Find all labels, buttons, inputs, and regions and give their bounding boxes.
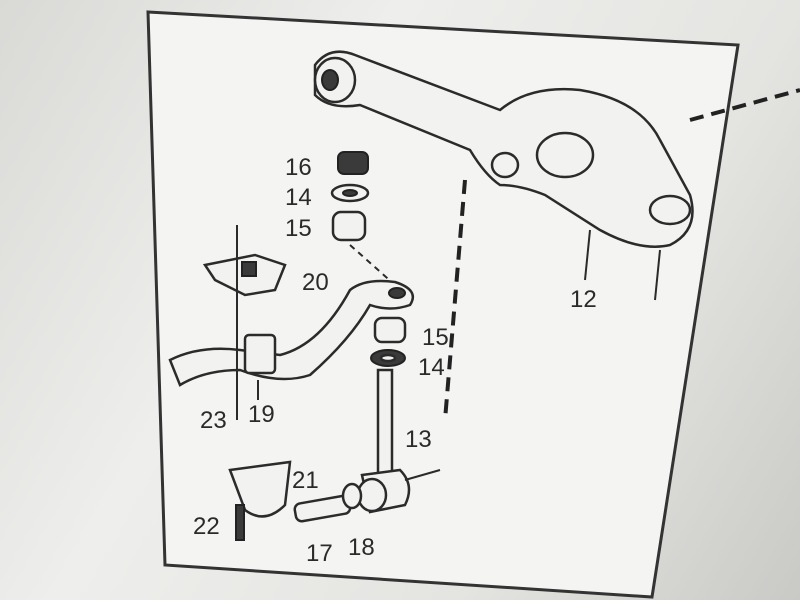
label-12: 12 bbox=[570, 286, 597, 313]
label-23: 23 bbox=[200, 407, 227, 434]
control-arm-12 bbox=[313, 50, 694, 248]
link-13 bbox=[356, 368, 411, 514]
label-15: 15 bbox=[422, 324, 449, 351]
dashed-leader bbox=[443, 179, 467, 421]
label-17: 17 bbox=[306, 540, 333, 567]
clamp-21 bbox=[228, 460, 292, 518]
bushing-15-bottom bbox=[373, 316, 407, 344]
bushing-16 bbox=[337, 151, 369, 175]
clamp-19 bbox=[243, 333, 277, 375]
bushing-15-top bbox=[331, 210, 367, 242]
stabilizer-bar-23 bbox=[168, 279, 415, 387]
label-14: 14 bbox=[418, 354, 445, 381]
label-14: 14 bbox=[285, 184, 312, 211]
washer-18 bbox=[341, 482, 363, 510]
label-18: 18 bbox=[348, 534, 375, 561]
dashed-leader bbox=[689, 88, 800, 122]
label-22: 22 bbox=[193, 513, 220, 540]
washer-14-bottom bbox=[370, 349, 406, 367]
bolt-22 bbox=[235, 504, 245, 541]
label-21: 21 bbox=[292, 467, 319, 494]
washer-14-top bbox=[330, 183, 370, 203]
label-13: 13 bbox=[405, 426, 432, 453]
label-15: 15 bbox=[285, 215, 312, 242]
clamp-20 bbox=[202, 253, 287, 297]
label-20: 20 bbox=[302, 269, 329, 296]
label-16: 16 bbox=[285, 154, 312, 181]
label-19: 19 bbox=[248, 401, 275, 428]
